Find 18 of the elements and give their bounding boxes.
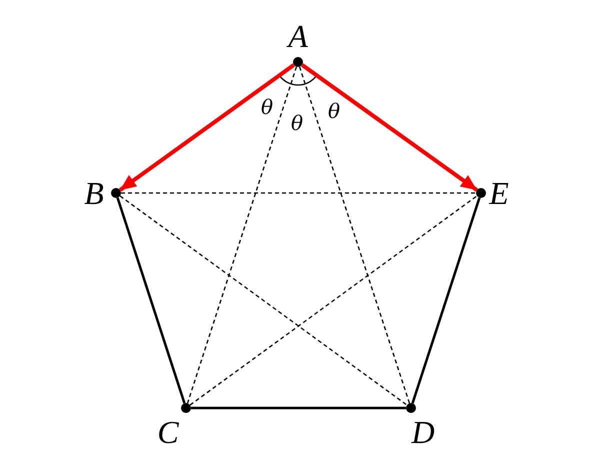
angle-label: θ — [290, 112, 304, 134]
dashed-line — [121, 192, 476, 194]
line — [411, 197, 481, 404]
angle-label: θ — [328, 100, 340, 122]
dashed-line — [186, 66, 298, 404]
angle-label: θ — [260, 96, 274, 118]
dashed-line — [190, 195, 478, 406]
line — [191, 406, 406, 410]
vertex-label: B — [84, 177, 104, 209]
arrow — [300, 63, 478, 192]
line — [116, 197, 186, 404]
vertex-label: E — [489, 177, 509, 209]
vertex-label: A — [288, 20, 308, 52]
arrow — [118, 63, 296, 192]
dashed-line — [120, 195, 408, 406]
vertex-label: C — [157, 416, 179, 448]
vertex-label: D — [411, 416, 435, 448]
dashed-line — [298, 66, 410, 404]
